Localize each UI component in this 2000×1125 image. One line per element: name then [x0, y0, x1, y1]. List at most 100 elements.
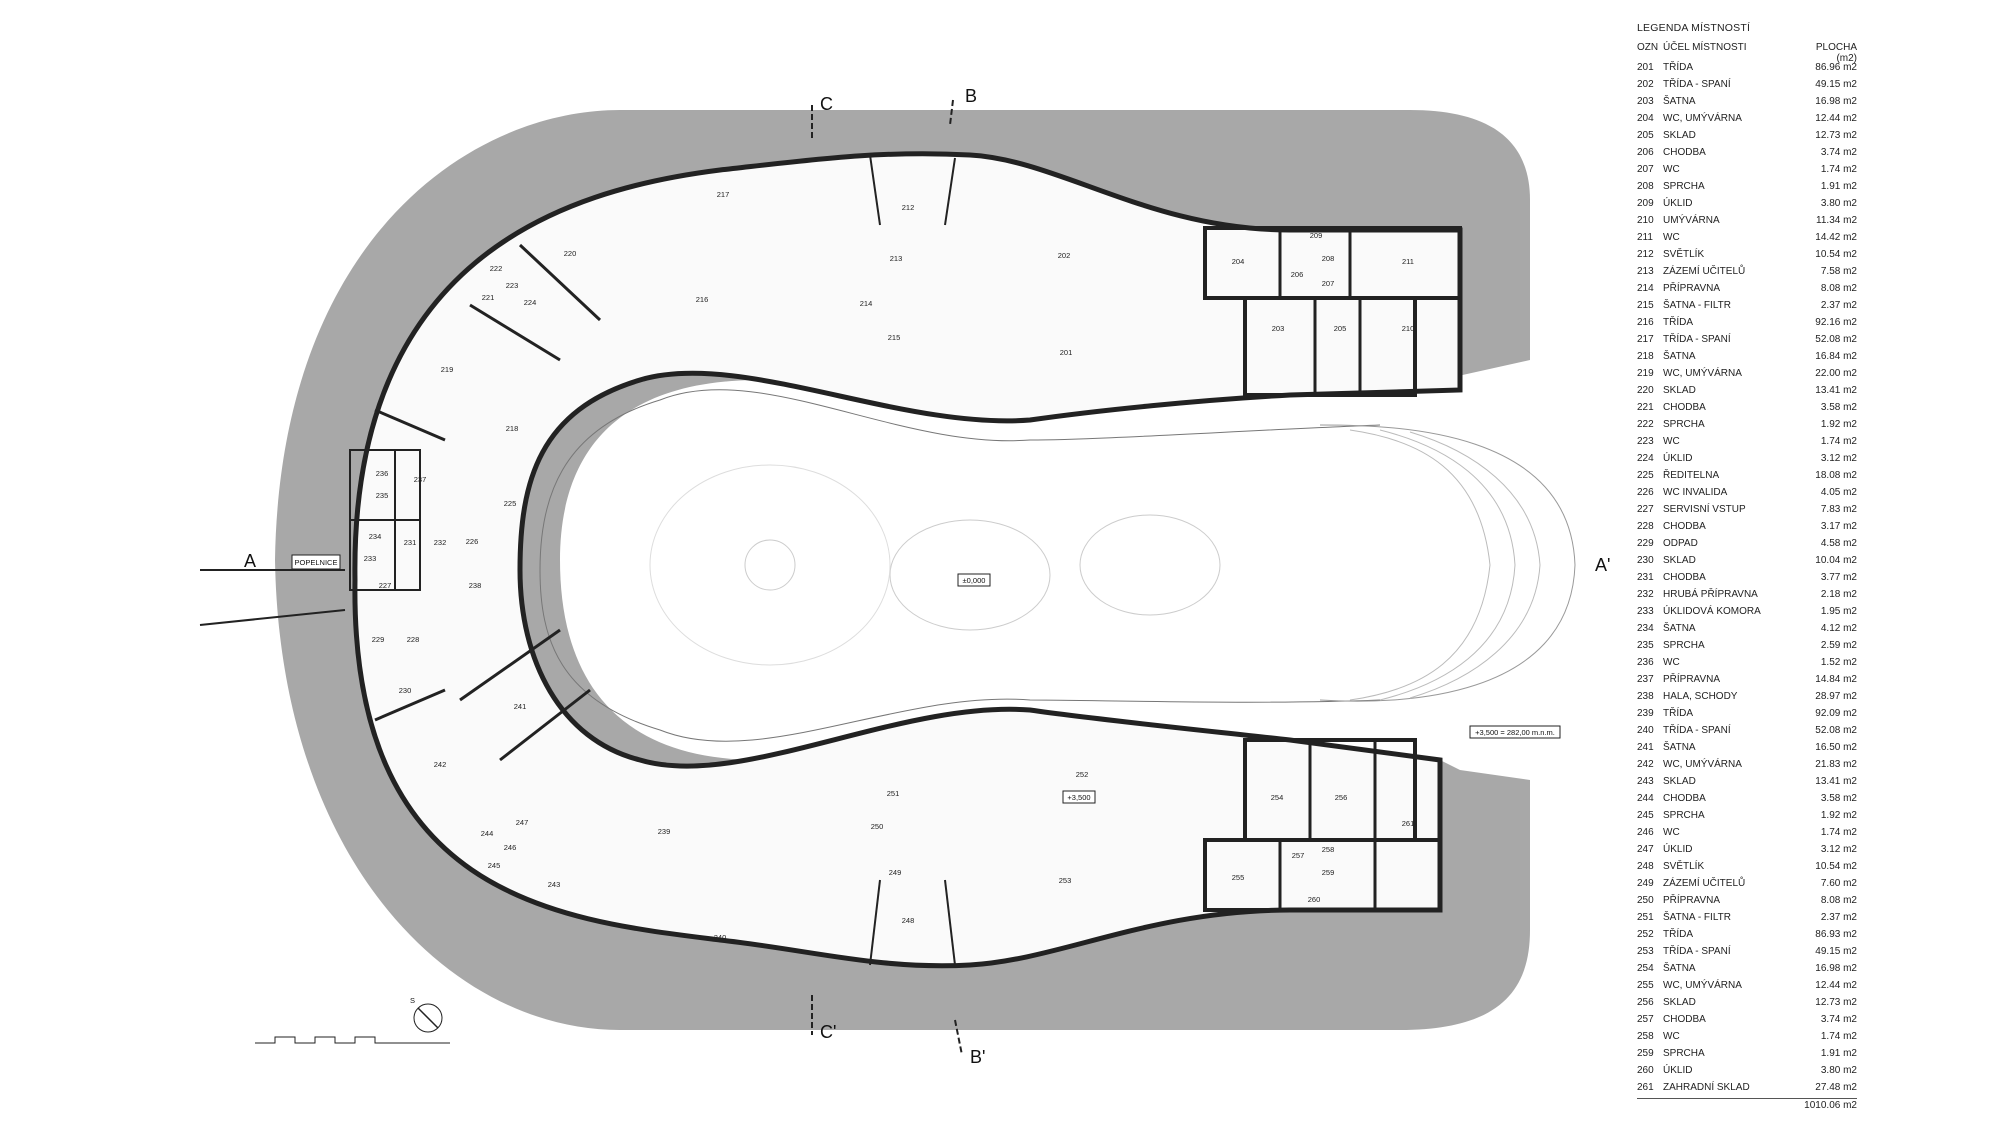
terrace-step-line — [1409, 431, 1541, 699]
room-label-219: 219 — [441, 365, 454, 374]
legend-code: 204 — [1637, 113, 1654, 124]
legend-purpose: ŠATNA - FILTR — [1663, 912, 1731, 923]
legend-code: 220 — [1637, 385, 1654, 396]
legend-area: 8.08 m2 — [1820, 895, 1857, 906]
legend-code: 218 — [1637, 351, 1654, 362]
legend-area: 12.44 m2 — [1815, 980, 1857, 991]
wall — [499, 688, 591, 762]
legend-code: 230 — [1637, 555, 1654, 566]
legend-area: 3.58 m2 — [1820, 402, 1857, 413]
courtyard-oval — [649, 464, 891, 666]
legend-purpose: WC — [1663, 657, 1680, 668]
room-label-246: 246 — [504, 843, 517, 852]
room-label-227: 227 — [379, 581, 392, 590]
room-label-251: 251 — [887, 789, 900, 798]
legend-area: 2.37 m2 — [1820, 300, 1857, 311]
legend-area: 10.04 m2 — [1815, 555, 1857, 566]
legend-area: 4.05 m2 — [1820, 487, 1857, 498]
legend-purpose: WC — [1663, 232, 1680, 243]
legend-code: 214 — [1637, 283, 1654, 294]
room-label-256: 256 — [1335, 793, 1348, 802]
legend-purpose: SKLAD — [1663, 385, 1696, 396]
legend-code: 253 — [1637, 946, 1654, 957]
legend-area: 1.91 m2 — [1820, 1048, 1857, 1059]
legend-area: 2.59 m2 — [1820, 640, 1857, 651]
room-label-233: 233 — [364, 554, 377, 563]
legend-code: 209 — [1637, 198, 1654, 209]
room-label-249: 249 — [889, 868, 902, 877]
room-label-248: 248 — [902, 916, 915, 925]
legend-area: 16.84 m2 — [1815, 351, 1857, 362]
terrace-step-line — [1379, 429, 1516, 701]
legend-col-purpose: ÚČEL MÍSTNOSTI — [1663, 42, 1747, 53]
room-label-236: 236 — [376, 469, 389, 478]
legend-code: 256 — [1637, 997, 1654, 1008]
room-label-211: 211 — [1402, 257, 1414, 266]
room-label-216: 216 — [696, 295, 709, 304]
legend-area: 28.97 m2 — [1815, 691, 1857, 702]
room-label-209: 209 — [1310, 231, 1323, 240]
legend-area: 21.83 m2 — [1815, 759, 1857, 770]
room-label-222: 222 — [490, 264, 503, 273]
room-label-247: 247 — [516, 818, 529, 827]
legend-area: 1.74 m2 — [1820, 1031, 1857, 1042]
legend-purpose: ZAHRADNÍ SKLAD — [1663, 1082, 1750, 1093]
legend-purpose: UMÝVÁRNA — [1663, 215, 1720, 226]
legend-purpose: SKLAD — [1663, 555, 1696, 566]
legend-purpose: WC INVALIDA — [1663, 487, 1728, 498]
wall — [459, 628, 561, 702]
legend-area: 27.48 m2 — [1815, 1082, 1857, 1093]
courtyard-oval — [1079, 514, 1221, 616]
legend-purpose: ÚKLID — [1663, 1065, 1693, 1076]
legend-code: 250 — [1637, 895, 1654, 906]
legend-purpose: CHODBA — [1663, 402, 1706, 413]
legend-code: 211 — [1637, 232, 1653, 243]
storage-block-bottom — [1243, 738, 1417, 842]
legend-area: 1.74 m2 — [1820, 827, 1857, 838]
legend-code: 258 — [1637, 1031, 1654, 1042]
legend-area: 10.54 m2 — [1815, 249, 1857, 260]
legend-area: 3.58 m2 — [1820, 793, 1857, 804]
legend-area: 92.16 m2 — [1815, 317, 1857, 328]
legend-area: 49.15 m2 — [1815, 946, 1857, 957]
legend-code: 227 — [1637, 504, 1654, 515]
legend-purpose: SPRCHA — [1663, 181, 1705, 192]
wall — [469, 303, 561, 362]
legend-code: 228 — [1637, 521, 1654, 532]
wall — [374, 688, 446, 722]
legend-code: 229 — [1637, 538, 1654, 549]
legend-area: 13.41 m2 — [1815, 385, 1857, 396]
room-label-217: 217 — [717, 190, 730, 199]
legend-area: 10.54 m2 — [1815, 861, 1857, 872]
room-label-229: 229 — [372, 635, 385, 644]
legend-purpose: SVĚTLÍK — [1663, 861, 1705, 872]
terrace-step-line — [1349, 429, 1491, 701]
room-label-220: 220 — [564, 249, 577, 258]
room-label-238: 238 — [469, 581, 482, 590]
wall — [869, 879, 881, 966]
room-label-225: 225 — [504, 499, 517, 508]
north-label: S — [410, 996, 415, 1005]
legend-purpose: TŘÍDA — [1663, 929, 1693, 940]
scale-bar — [255, 1036, 450, 1044]
legend-row: 220 SKLAD 13.41 m2 — [1637, 382, 1857, 399]
